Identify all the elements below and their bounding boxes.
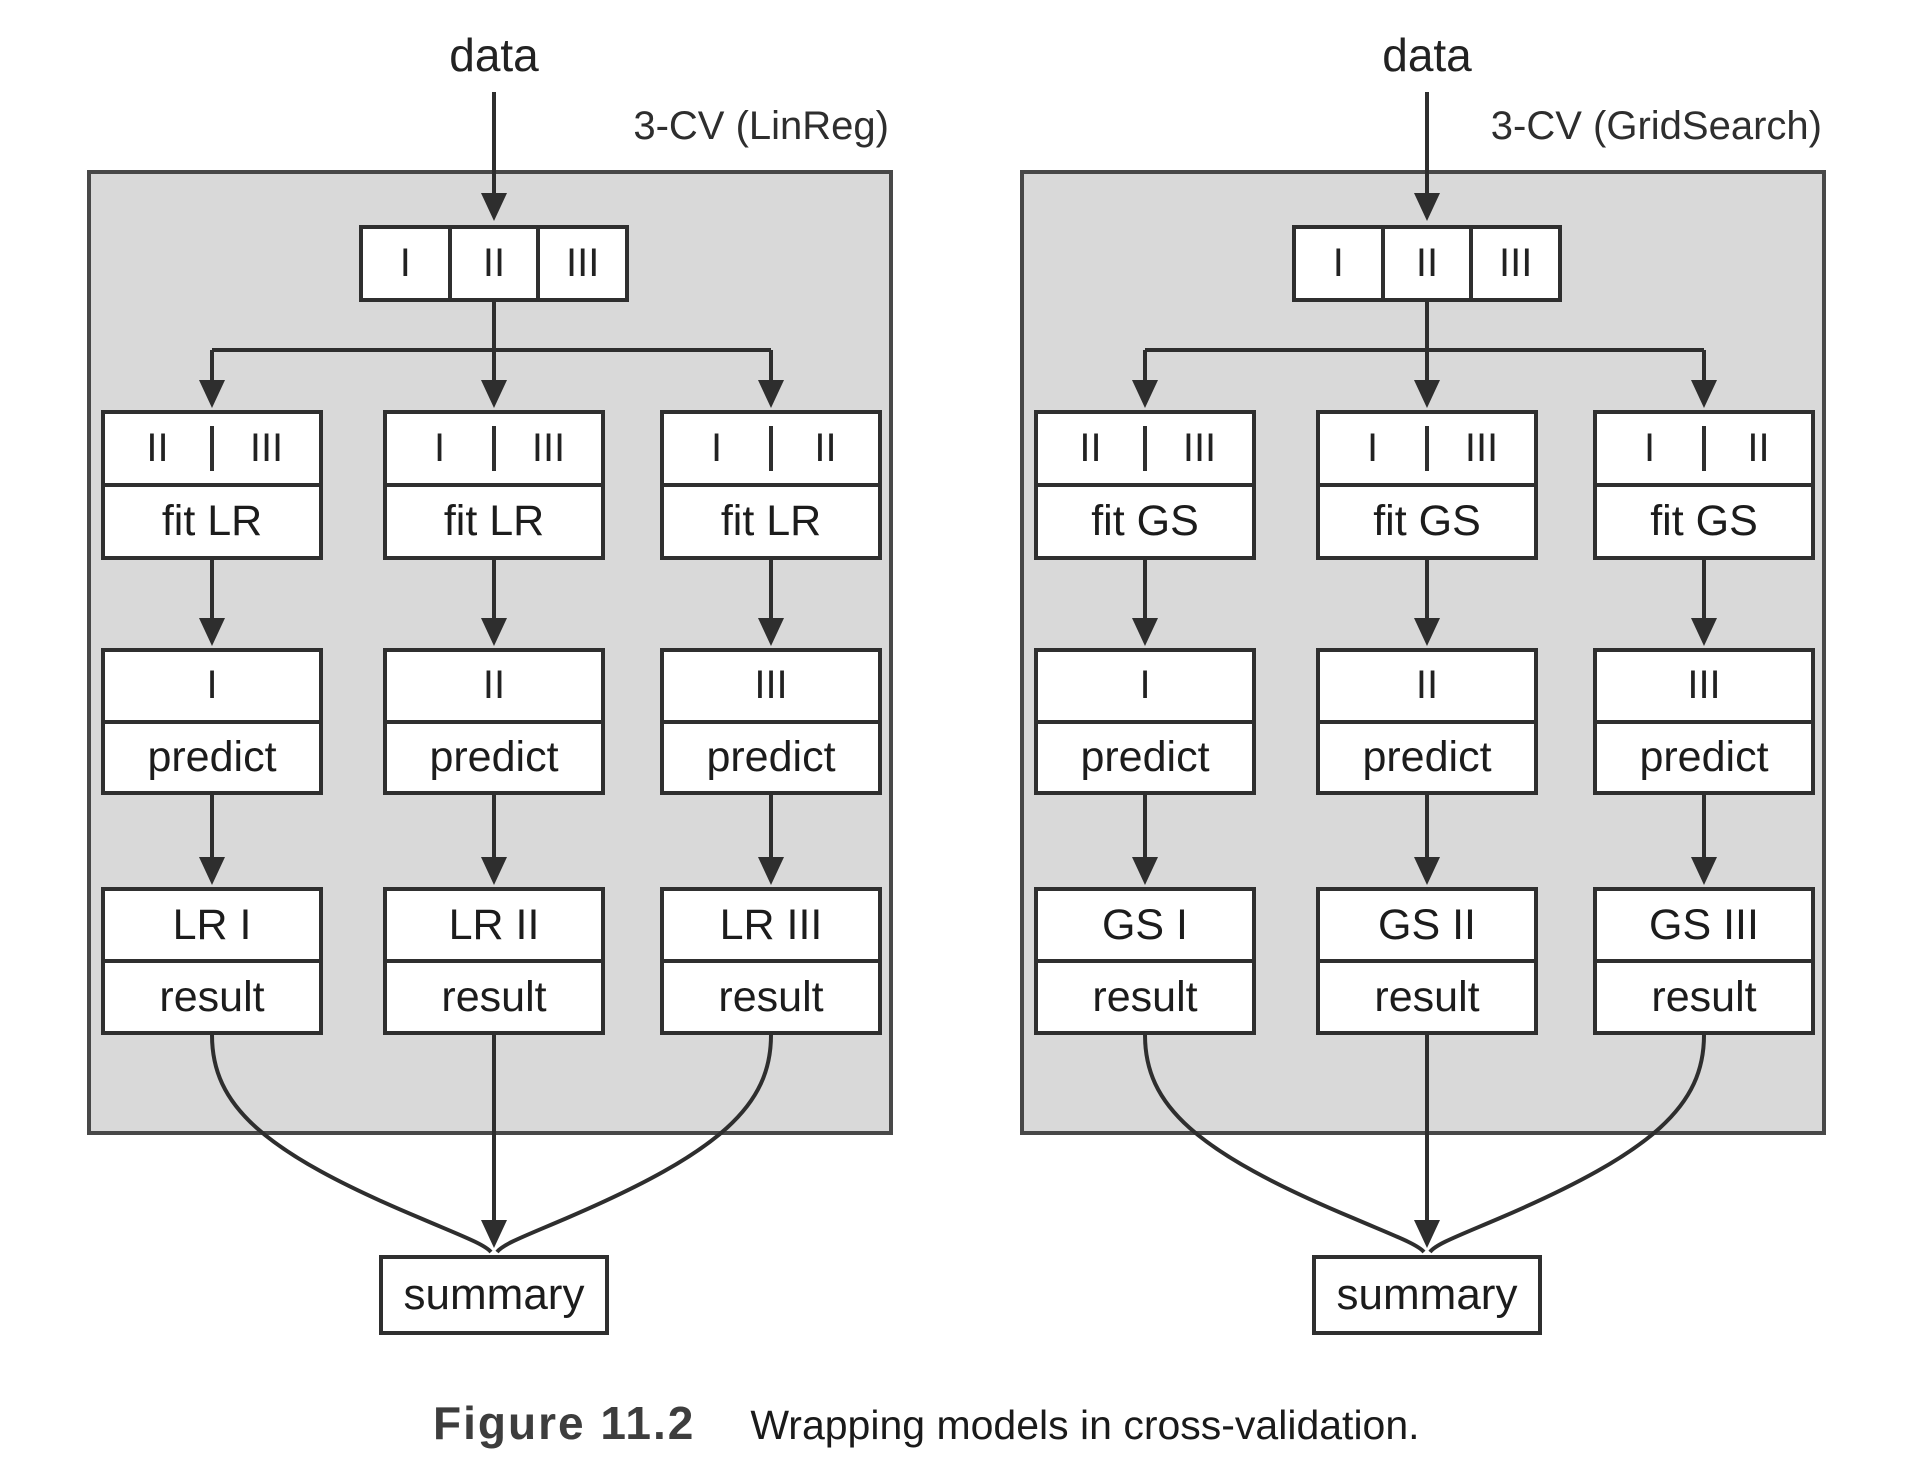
train-cell: II bbox=[1702, 426, 1811, 471]
data-split-box: I II III bbox=[1292, 225, 1562, 302]
fit-label: fit LR bbox=[664, 483, 878, 556]
summary-label: summary bbox=[1336, 1270, 1518, 1319]
predict-fold: I bbox=[1139, 663, 1151, 708]
predict-label: predict bbox=[1320, 719, 1534, 792]
result-box: LR I result bbox=[101, 887, 323, 1035]
summary-box: summary bbox=[379, 1255, 609, 1335]
result-label: result bbox=[387, 959, 601, 1031]
train-cell: II bbox=[1079, 426, 1102, 470]
caption-label: Figure 11.2 bbox=[433, 1397, 696, 1449]
train-cell: I bbox=[1643, 426, 1656, 470]
result-box: GS II result bbox=[1316, 887, 1538, 1035]
result-label: result bbox=[1038, 959, 1252, 1031]
train-cell: III bbox=[492, 426, 601, 471]
result-name: GS III bbox=[1649, 900, 1759, 949]
split-cell: I bbox=[399, 241, 411, 285]
predict-box: III predict bbox=[1593, 648, 1815, 795]
predict-fold: III bbox=[754, 663, 788, 708]
predict-fold: I bbox=[206, 663, 218, 708]
result-name: GS I bbox=[1101, 900, 1189, 949]
result-name: LR I bbox=[172, 900, 252, 949]
predict-fold: II bbox=[1415, 663, 1439, 708]
result-name: LR III bbox=[719, 900, 823, 949]
split-cell: II bbox=[1380, 229, 1470, 298]
fit-label: fit GS bbox=[1597, 483, 1811, 556]
train-cell: II bbox=[769, 426, 878, 471]
figure-caption: Figure 11.2 Wrapping models in cross-val… bbox=[433, 1396, 1420, 1450]
fit-box: II III fit GS bbox=[1034, 410, 1256, 560]
summary-box: summary bbox=[1312, 1255, 1542, 1335]
fit-box: II III fit LR bbox=[101, 410, 323, 560]
panel-title: 3-CV (LinReg) bbox=[633, 104, 889, 148]
fit-label: fit GS bbox=[1038, 483, 1252, 556]
result-label: result bbox=[105, 959, 319, 1031]
result-label: result bbox=[1320, 959, 1534, 1031]
result-box: LR II result bbox=[383, 887, 605, 1035]
fit-label: fit LR bbox=[387, 483, 601, 556]
result-name: GS II bbox=[1378, 900, 1476, 949]
predict-box: III predict bbox=[660, 648, 882, 795]
predict-label: predict bbox=[1038, 719, 1252, 792]
predict-label: predict bbox=[105, 719, 319, 792]
data-label: data bbox=[449, 29, 539, 81]
result-box: GS I result bbox=[1034, 887, 1256, 1035]
predict-box: II predict bbox=[1316, 648, 1538, 795]
predict-label: predict bbox=[664, 719, 878, 792]
fit-box: I III fit LR bbox=[383, 410, 605, 560]
split-cell: III bbox=[536, 229, 625, 298]
result-box: LR III result bbox=[660, 887, 882, 1035]
result-box: GS III result bbox=[1593, 887, 1815, 1035]
predict-label: predict bbox=[387, 719, 601, 792]
predict-label: predict bbox=[1597, 719, 1811, 792]
fit-label: fit LR bbox=[105, 483, 319, 556]
fit-label: fit GS bbox=[1320, 483, 1534, 556]
result-label: result bbox=[664, 959, 878, 1031]
predict-box: I predict bbox=[1034, 648, 1256, 795]
result-name: LR II bbox=[448, 900, 540, 949]
predict-fold: II bbox=[482, 663, 506, 708]
fit-box: I II fit GS bbox=[1593, 410, 1815, 560]
result-label: result bbox=[1597, 959, 1811, 1031]
split-cell: III bbox=[1469, 229, 1558, 298]
fit-box: I II fit LR bbox=[660, 410, 882, 560]
train-cell: III bbox=[1143, 426, 1252, 471]
predict-box: II predict bbox=[383, 648, 605, 795]
fit-box: I III fit GS bbox=[1316, 410, 1538, 560]
predict-box: I predict bbox=[101, 648, 323, 795]
train-cell: I bbox=[433, 426, 446, 470]
split-cell: I bbox=[1332, 241, 1344, 285]
train-cell: III bbox=[1425, 426, 1534, 471]
panel-title: 3-CV (GridSearch) bbox=[1490, 104, 1822, 148]
data-split-box: I II III bbox=[359, 225, 629, 302]
train-cell: I bbox=[1366, 426, 1379, 470]
train-cell: I bbox=[710, 426, 723, 470]
train-cell: III bbox=[210, 426, 319, 471]
train-cell: II bbox=[146, 426, 169, 470]
data-label: data bbox=[1382, 29, 1472, 81]
predict-fold: III bbox=[1687, 663, 1721, 708]
split-cell: II bbox=[447, 229, 537, 298]
summary-label: summary bbox=[403, 1270, 585, 1319]
caption-text: Wrapping models in cross-validation. bbox=[750, 1402, 1420, 1448]
